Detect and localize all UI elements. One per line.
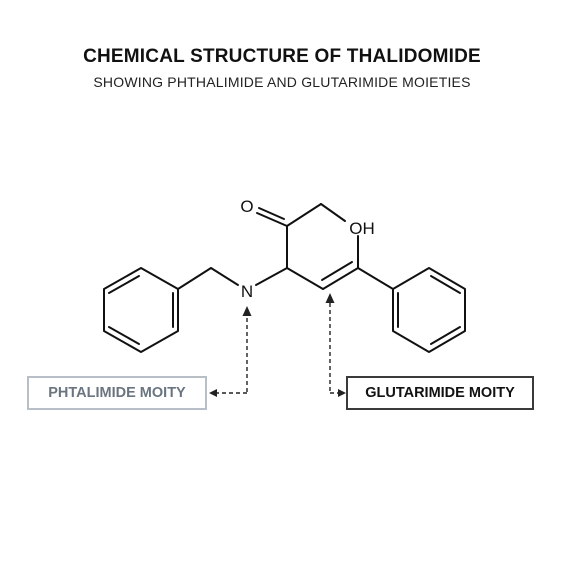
carbonyl-bond	[256, 212, 288, 227]
left-benzene-ring	[103, 267, 179, 353]
right-box-arrowhead	[338, 389, 346, 397]
left-ring-double-bond	[108, 275, 140, 294]
bond-c-c-double	[322, 267, 359, 290]
carbonyl-double-bond	[258, 207, 285, 220]
right-arrowhead	[325, 293, 335, 303]
diagram-subtitle: SHOWING PHTHALIMIDE AND GLUTARIMIDE MOIE…	[93, 74, 471, 90]
bond-ch2-n	[210, 267, 239, 286]
carbonyl-oxygen-label: O	[240, 197, 253, 216]
hydroxyl-label: OH	[349, 219, 375, 238]
glutarimide-label-box: GLUTARIMIDE MOITY	[346, 376, 534, 410]
bond-c-c-double-inner	[321, 261, 353, 281]
bond-n-c	[255, 267, 288, 286]
nitrogen-label: N	[241, 282, 253, 301]
bond-ch2-o	[320, 203, 346, 222]
bond-c-phenyl	[357, 267, 394, 290]
left-ring-double-bond	[108, 326, 140, 345]
bond-ring-ch2	[177, 267, 212, 290]
right-benzene-ring	[392, 267, 466, 353]
right-ring-double-bond	[430, 326, 461, 345]
diagram-title: CHEMICAL STRUCTURE OF THALIDOMIDE	[83, 46, 481, 67]
left-arrowhead	[242, 306, 252, 316]
bond-c-ch2	[286, 203, 322, 227]
bond-c-c	[286, 267, 324, 290]
phthalimide-label-box: PHTALIMIDE MOITY	[27, 376, 207, 410]
left-box-arrowhead	[209, 389, 217, 397]
right-ring-double-bond	[430, 275, 461, 294]
